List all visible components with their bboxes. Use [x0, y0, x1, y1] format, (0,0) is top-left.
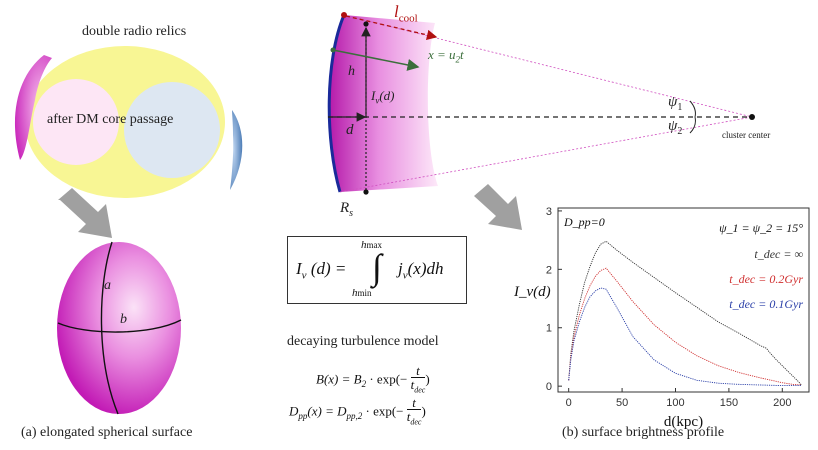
x-equation-label: x = u2t: [428, 47, 464, 65]
y-tick-label: 0: [546, 381, 552, 393]
y-tick-label: 2: [546, 264, 552, 276]
relic-right: [230, 110, 243, 190]
rs-label: Rs: [340, 200, 354, 219]
arrow-down-left: [58, 188, 112, 238]
model-eq-Dpp: Dpp(x) = Dpp,2 · exp(− t tdec ): [289, 395, 426, 427]
lcool-label: lcool: [394, 2, 418, 25]
shock-top-dot: [341, 12, 347, 18]
integral-equation-box: Iν (d) = hmax ∫ hmin jν(x)dh: [287, 236, 467, 304]
annotation-dpp: D_pp=0: [563, 215, 605, 229]
dm-core-circle-right: [124, 82, 220, 178]
cluster-center-dot: [749, 114, 755, 120]
integral-sign: ∫: [372, 247, 382, 287]
brightness-profile-chart: 0 50 100 150 200 0 1 2 3 d(kpc) I_ν(d) D_pp=0 ψ_1 = …: [513, 206, 810, 430]
psi2-label: ψ2: [668, 118, 683, 137]
los-top-dot: [363, 21, 369, 27]
relic-left: [14, 55, 52, 160]
model-title: decaying turbulence model: [287, 334, 439, 349]
integrand: jν(x)dh: [398, 259, 444, 282]
cone-diagram: [327, 12, 755, 195]
axis-a-label: a: [104, 278, 111, 293]
flow-arrows: [58, 184, 522, 238]
legend-entry-1: t_dec = 0.2Gyr: [729, 272, 803, 286]
relics-diagram: [14, 46, 243, 198]
x-tick-label: 200: [773, 397, 791, 409]
legend-entry-2: t_dec = 0.1Gyr: [729, 297, 803, 311]
x-arrow: [332, 49, 420, 71]
series-line-2: [568, 287, 802, 387]
psi1-arc: [689, 100, 696, 118]
meridian-a: [100, 241, 119, 415]
shock-front: [327, 14, 346, 193]
x-start-dot: [330, 47, 336, 53]
equator-b: [57, 319, 182, 333]
axis-b-label: b: [120, 312, 127, 327]
x-axis-label: d(kpc): [664, 414, 703, 430]
caption-left: (a) elongated spherical surface: [21, 425, 193, 440]
dm-core-circle-left: [33, 79, 119, 165]
lcool-arrow: [345, 15, 438, 40]
relics-title: double radio relics: [82, 24, 187, 39]
psi2-arc: [689, 116, 696, 134]
legend-entry-0: t_dec = ∞: [754, 247, 803, 261]
d-label: d: [346, 122, 354, 138]
psi1-label: ψ1: [668, 94, 683, 113]
x-tick-label: 50: [616, 397, 628, 409]
egg-surface: [57, 242, 181, 414]
los-bottom-dot: [363, 189, 369, 195]
x-tick-label: 0: [566, 397, 572, 409]
annotation-psi: ψ_1 = ψ_2 = 15°: [719, 221, 803, 235]
dm-passage-label: after DM core passage: [47, 112, 174, 127]
plot-frame: [557, 207, 810, 393]
integral-lhs: Iν (d) =: [296, 259, 347, 282]
arrow-down-right: [474, 184, 522, 230]
x-tick-label: 150: [720, 397, 738, 409]
elongated-sphere: [57, 241, 182, 415]
y-tick-label: 3: [546, 206, 552, 218]
x-tick-label: 100: [666, 397, 684, 409]
h-label: h: [348, 64, 355, 79]
I-label: Iν(d): [371, 88, 395, 106]
integral-upper-limit: hmax: [361, 239, 382, 251]
model-eq-B: B(x) = B2 · exp(− t tdec ): [316, 363, 430, 395]
cone-edge-bottom: [339, 116, 753, 193]
series-line-0: [568, 240, 802, 386]
cluster-center-label: cluster center: [722, 130, 771, 140]
y-tick-label: 1: [546, 323, 552, 335]
series-line-1: [568, 267, 802, 386]
caption-right: (b) surface brightness profile: [562, 425, 725, 440]
y-axis-label: I_ν(d): [513, 284, 551, 300]
integral-lower-limit: hmin: [352, 287, 372, 299]
